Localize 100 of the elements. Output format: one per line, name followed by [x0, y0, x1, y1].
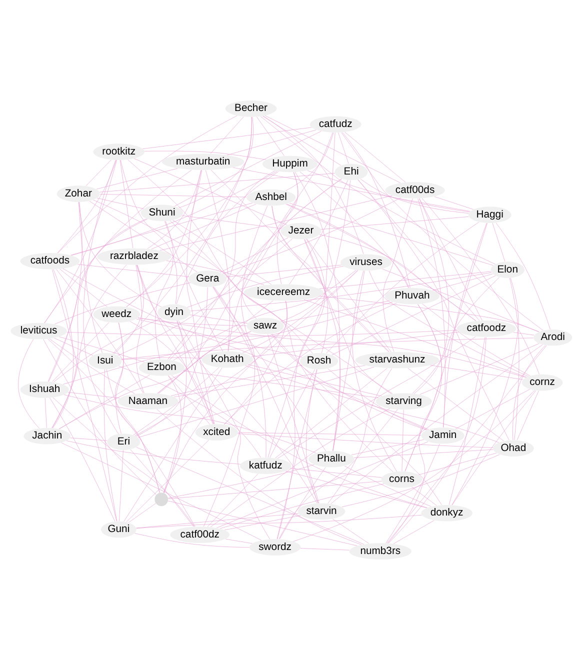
- connector: [351, 438, 424, 455]
- connector: [509, 277, 520, 440]
- connector: [443, 222, 487, 427]
- connector: [210, 408, 390, 527]
- node-ellipse: Ishuah: [20, 381, 69, 398]
- node-ellipse: Ashbel: [246, 188, 296, 206]
- connector: [126, 116, 252, 307]
- connector: [133, 366, 220, 435]
- connector: [176, 170, 279, 304]
- connector: [71, 170, 278, 256]
- connector: [455, 388, 530, 429]
- connector: [216, 441, 428, 528]
- connector: [388, 304, 442, 543]
- connector: [44, 159, 117, 323]
- connector: [411, 486, 437, 506]
- node-ellipse: Huppim: [262, 155, 318, 172]
- connector: [168, 464, 314, 498]
- connector: [278, 408, 398, 539]
- node-ellipse: Arodi: [534, 328, 572, 346]
- connector: [62, 301, 393, 384]
- node-ellipse: Gera: [188, 270, 227, 287]
- connector: [332, 270, 365, 451]
- connector: [434, 196, 474, 210]
- connector: [157, 330, 252, 393]
- connector: [83, 159, 119, 434]
- connector: [168, 500, 358, 546]
- connector: [178, 116, 254, 208]
- connector: [136, 286, 208, 436]
- connector: [306, 368, 318, 503]
- node-ellipse: rootkitz: [93, 143, 144, 160]
- connector: [300, 548, 350, 550]
- node-ellipse: Kohath: [202, 350, 253, 368]
- connector: [516, 390, 539, 440]
- connector: [220, 236, 288, 272]
- connector: [354, 448, 494, 458]
- connector: [100, 194, 247, 197]
- connector: [164, 220, 224, 352]
- node-ellipse: leviticus: [10, 322, 67, 339]
- connector: [207, 473, 258, 526]
- connector: [272, 333, 442, 505]
- connector: [114, 264, 144, 354]
- connector: [171, 374, 428, 508]
- connector: [176, 320, 214, 424]
- connector: [18, 338, 40, 428]
- node-ellipse: Ezbon: [138, 359, 185, 376]
- connector: [496, 222, 550, 330]
- connector: [126, 439, 209, 522]
- connector: [142, 126, 312, 149]
- connector: [268, 334, 320, 503]
- connector: [224, 300, 288, 424]
- connector: [172, 219, 272, 284]
- connector: [60, 268, 108, 307]
- connector: [214, 286, 266, 458]
- connector: [155, 220, 174, 360]
- connector: [422, 198, 540, 374]
- connector: [166, 260, 264, 285]
- connector: [256, 116, 284, 156]
- connector: [118, 449, 124, 521]
- node-ellipse: cornz: [522, 374, 563, 390]
- connector: [121, 337, 534, 359]
- connector: [64, 394, 316, 453]
- connector: [419, 198, 482, 320]
- node-ellipse: Elon: [490, 261, 524, 278]
- connector: [272, 205, 389, 352]
- node-ellipse: Eri: [107, 433, 140, 450]
- connector: [104, 368, 118, 521]
- connector: [212, 286, 326, 451]
- connector: [404, 222, 488, 471]
- connector: [268, 132, 336, 458]
- connector: [54, 337, 93, 356]
- connector: [319, 270, 492, 288]
- connector: [160, 194, 392, 250]
- connector: [136, 264, 144, 393]
- connector: [277, 238, 326, 539]
- connector: [360, 178, 469, 213]
- connector: [68, 392, 120, 398]
- connector: [52, 268, 117, 521]
- connector: [319, 295, 540, 332]
- connector: [304, 238, 340, 450]
- connector: [228, 172, 298, 351]
- connector: [59, 336, 145, 362]
- connector: [512, 344, 546, 440]
- node-ellipse: Guni: [100, 520, 136, 538]
- connector: [44, 397, 47, 428]
- connector: [307, 170, 470, 212]
- node-ellipse: viruses: [340, 254, 392, 270]
- node-ellipse: catfoods: [20, 252, 80, 269]
- connector: [96, 168, 178, 189]
- connector: [286, 204, 476, 321]
- connector: [203, 205, 268, 526]
- connector: [238, 432, 422, 435]
- connector: [393, 520, 434, 544]
- connector: [222, 196, 402, 274]
- connector: [66, 330, 458, 336]
- connector: [352, 270, 397, 472]
- connector: [289, 179, 348, 284]
- connector: [358, 178, 480, 320]
- connector: [96, 197, 144, 208]
- node-ellipse: Haggi: [468, 206, 512, 222]
- connector: [112, 116, 252, 354]
